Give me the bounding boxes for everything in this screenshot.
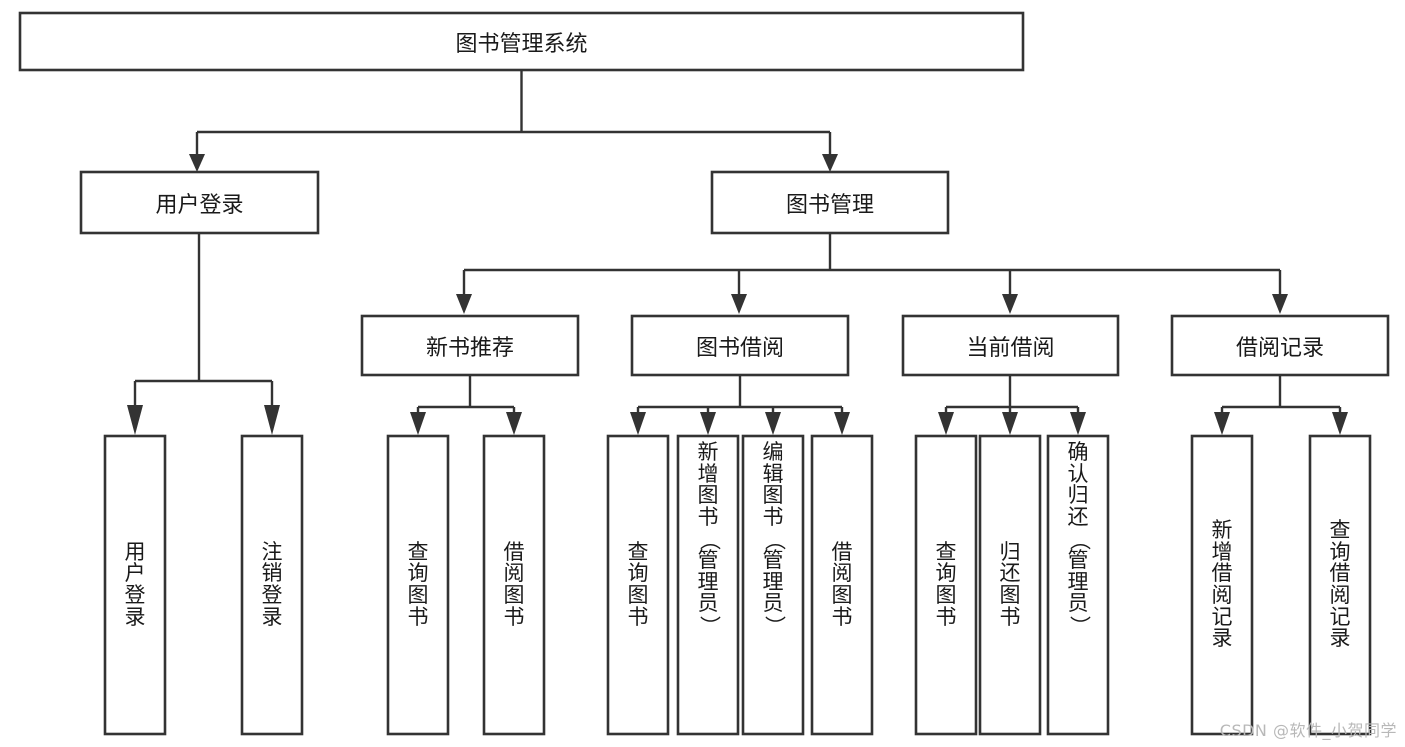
connector-root-to-level2	[195, 70, 832, 156]
leaf-borrow-record-0[interactable]	[1190, 434, 1254, 736]
connector-bookborrow-to-leaves	[636, 375, 844, 418]
leaf-book-borrow-1[interactable]	[676, 434, 740, 736]
arrow-leaf-edit-book	[765, 412, 781, 435]
arrow-to-book-borrow	[731, 294, 747, 314]
arrow-leaf-query-book-3	[938, 412, 954, 435]
connector-newbook-to-leaves	[416, 375, 516, 418]
leaf-new-book-0[interactable]	[386, 434, 450, 736]
leaf-current-borrow-1[interactable]	[978, 434, 1042, 736]
leaf-current-borrow-0[interactable]	[914, 434, 978, 736]
arrow-leaf-query-book-1	[410, 412, 426, 435]
arrow-leaf-add-record	[1214, 412, 1230, 435]
arrow-leaf-query-book-2	[630, 412, 646, 435]
node-book-borrow[interactable]	[630, 314, 850, 377]
connector-borrowrecord-to-leaves	[1220, 375, 1342, 418]
arrow-leaf-user-login	[127, 405, 143, 435]
node-root[interactable]	[18, 11, 1025, 72]
leaf-user-login-1[interactable]	[240, 434, 304, 736]
arrow-leaf-borrow-book-1	[506, 412, 522, 435]
leaf-book-borrow-3[interactable]	[810, 434, 874, 736]
node-layer	[18, 11, 1390, 736]
node-current-borrow[interactable]	[901, 314, 1120, 377]
node-book-management[interactable]	[710, 170, 950, 235]
connector-currentborrow-to-leaves	[944, 375, 1080, 418]
arrow-to-borrow-record	[1272, 294, 1288, 314]
node-borrow-record[interactable]	[1170, 314, 1390, 377]
arrow-leaf-return-book	[1002, 412, 1018, 435]
node-new-book-recommend[interactable]	[360, 314, 580, 377]
arrow-leaf-add-book	[700, 412, 716, 435]
arrow-leaf-query-record	[1332, 412, 1348, 435]
watermark: CSDN @软件_小贺同学	[1219, 721, 1397, 740]
arrow-to-current-borrow	[1002, 294, 1018, 314]
leaf-book-borrow-2[interactable]	[741, 434, 805, 736]
connector-userlogin-to-leaves	[133, 233, 274, 407]
leaf-user-login-0[interactable]	[103, 434, 167, 736]
arrow-leaf-logout	[264, 405, 280, 435]
leaf-current-borrow-2[interactable]	[1046, 434, 1110, 736]
leaf-borrow-record-1[interactable]	[1308, 434, 1372, 736]
connector-bookmgmt-to-level3	[462, 233, 1282, 296]
node-user-login[interactable]	[79, 170, 320, 235]
arrow-to-user-login	[189, 154, 205, 172]
connector-layer	[127, 70, 1348, 435]
leaf-book-borrow-0[interactable]	[606, 434, 670, 736]
leaf-new-book-1[interactable]	[482, 434, 546, 736]
arrow-leaf-confirm-return	[1070, 412, 1086, 435]
arrow-leaf-borrow-book-2	[834, 412, 850, 435]
arrow-to-new-book	[456, 294, 472, 314]
arrow-to-book-management	[822, 154, 838, 172]
